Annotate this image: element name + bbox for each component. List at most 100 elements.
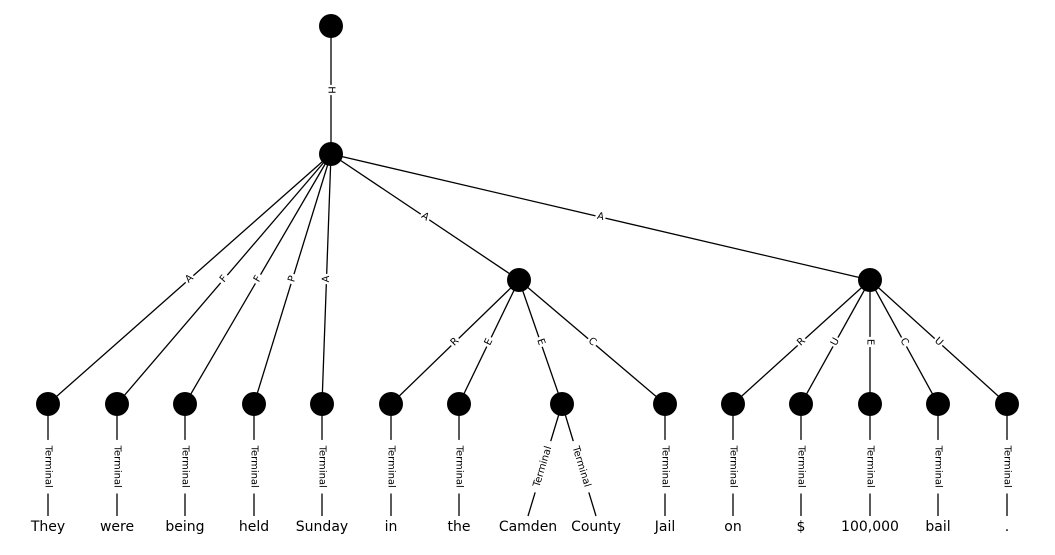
terminal-edge-period: Terminal [795, 404, 807, 516]
node-bail [926, 392, 950, 416]
node-h [319, 142, 343, 166]
terminal-edge-bail: Terminal [932, 404, 944, 516]
edge-h-held-label: P [286, 274, 298, 283]
edge-h-they: A [47, 153, 332, 405]
terminal-edge-being-label: Terminal [180, 445, 191, 488]
terminal-edge-they-label-bg [42, 439, 54, 494]
terminal-edge-sunday-label: Terminal [317, 445, 328, 488]
edge-a_mid-camden_county-label-bg [533, 335, 548, 349]
edge-h-sunday: A [320, 153, 333, 405]
edge-a_right-dollar-label-bg [827, 334, 844, 350]
edge-h-a_mid-label: A [419, 211, 431, 224]
node-in [379, 392, 403, 416]
terminal-edge-bail-label: Terminal [933, 445, 944, 488]
node-a_mid [507, 268, 531, 292]
terminal-edge-held: Terminal [248, 404, 260, 516]
edge-a_mid-jail: C [518, 279, 666, 405]
terminal-edge-camden-label: Terminal [531, 445, 554, 490]
terminal-edge-on-label: Terminal [728, 445, 739, 488]
edge-h-sunday-label-bg [320, 273, 333, 285]
terminal-edge-100-000-label-bg [864, 439, 876, 494]
terminal-edge-sunday-label-bg [316, 439, 328, 494]
terminal-edge-county: Terminal [561, 403, 597, 517]
word-held: held [239, 519, 269, 535]
terminal-edge-sunday: Terminal [316, 404, 328, 516]
word-in: in [385, 519, 398, 535]
terminal-edge-were-label: Terminal [112, 445, 123, 488]
edge-a_right-on: R [732, 279, 871, 405]
edge-a_mid-the-label-bg [481, 334, 497, 350]
terminal-edge-county-label-bg [567, 439, 595, 495]
word-period: $ [797, 519, 806, 535]
edge-h-were-label-bg [216, 271, 232, 287]
edge-a_right-bail-label-bg [896, 334, 912, 350]
edge-a_mid-camden_county-label: E [534, 337, 546, 347]
node-held [242, 392, 266, 416]
word-sunday: Sunday [296, 519, 348, 535]
edge-root-h-label-bg [325, 84, 337, 96]
edge-a_mid-camden_county: E [518, 279, 563, 405]
terminal-edge-held-label-bg [248, 439, 260, 494]
terminal-edge-they: Terminal [42, 404, 54, 516]
node-dollar [789, 392, 813, 416]
node-the [447, 392, 471, 416]
terminal-edge-100-000-label: Terminal [865, 445, 876, 488]
node-jail [653, 392, 677, 416]
node-they [36, 392, 60, 416]
word-bail: bail [925, 519, 950, 535]
terminal-edge-they-label: Terminal [43, 445, 54, 488]
edge-a_right-bail-label: C [897, 336, 910, 347]
word-the: the [448, 519, 471, 535]
edge-a_right-bail: C [869, 279, 939, 405]
edge-h-being-label: F [252, 274, 265, 285]
terminal-edge-were-label-bg [111, 439, 123, 494]
terminal-edge-camden-label-bg [529, 439, 557, 495]
terminal-edge-on: Terminal [727, 404, 739, 516]
word-were: were [100, 519, 134, 535]
terminal-edge-the: Terminal [453, 404, 465, 516]
node-sunday [310, 392, 334, 416]
terminal-edge-jail-label: Terminal [660, 445, 671, 488]
terminal-edge-were: Terminal [111, 404, 123, 516]
edge-a_right-period: U [869, 279, 1008, 405]
edge-a_mid-in-label-bg [447, 334, 463, 350]
terminal-edge-period-label-bg [1001, 439, 1013, 494]
node-on [721, 392, 745, 416]
edge-a_right-dollar-label: U [829, 336, 842, 348]
terminal-edge-period: Terminal [1001, 404, 1013, 516]
edge-h-being-label-bg [250, 271, 266, 287]
edge-a_right-dollar: U [800, 279, 871, 405]
edge-h-held: P [253, 153, 332, 405]
terminal-edge-100-000: Terminal [864, 404, 876, 516]
word-period: . [1005, 519, 1009, 535]
edge-h-a_mid: A [330, 153, 520, 281]
edge-h-a_mid-label-bg [417, 209, 433, 225]
edge-h-being: F [184, 153, 332, 405]
terminal-edge-camden: Terminal [527, 403, 563, 517]
edge-h-they-label-bg [181, 271, 198, 287]
word-jail: Jail [654, 519, 676, 535]
terminal-edge-period-label: Terminal [1002, 445, 1013, 488]
node-num [858, 392, 882, 416]
terminal-edge-county-label: Terminal [569, 444, 592, 489]
terminal-edge-being-label-bg [179, 439, 191, 494]
edge-h-sunday-label: A [321, 275, 332, 282]
edge-a_mid-jail-label-bg [584, 334, 600, 350]
word-100-000: 100,000 [841, 519, 899, 535]
terminal-edge-in-label-bg [385, 439, 397, 494]
edge-h-a_right-label-bg [594, 209, 607, 225]
edge-a_mid-in: R [390, 279, 520, 405]
node-being [173, 392, 197, 416]
word-being: being [165, 519, 204, 535]
node-root [319, 14, 343, 38]
edge-h-a_right: A [330, 153, 871, 281]
edge-root-h-label: H [326, 86, 337, 94]
terminal-edge-being: Terminal [179, 404, 191, 516]
edge-a_right-period-label-bg [930, 334, 947, 350]
terminal-edge-jail-label-bg [659, 439, 671, 494]
word-they: They [30, 519, 65, 535]
edge-a_right-num-label-bg [864, 336, 876, 348]
node-were [105, 392, 129, 416]
edge-h-held-label-bg [285, 272, 300, 286]
terminal-edge-held-label: Terminal [249, 445, 260, 488]
